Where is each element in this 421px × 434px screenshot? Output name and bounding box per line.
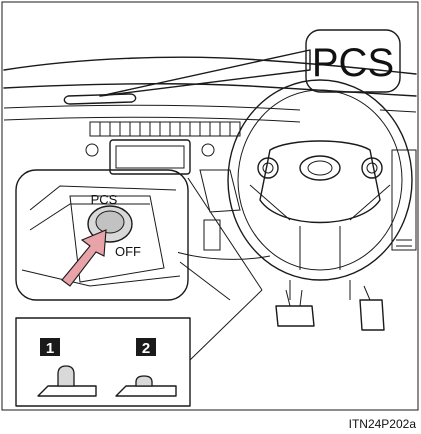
state-1-button-raised — [58, 366, 74, 386]
zoom-pointer-top — [188, 178, 262, 290]
state-2-button-pressed — [136, 376, 152, 386]
state-2-number: 2 — [142, 340, 150, 357]
pedals — [276, 286, 384, 330]
steering-wheel — [228, 80, 412, 300]
emblem — [300, 156, 340, 180]
switch-inset: PCS OFF — [16, 170, 188, 300]
switch-top-label: PCS — [91, 192, 118, 207]
switch-bottom-label: OFF — [115, 244, 141, 259]
center-display — [110, 140, 190, 174]
vent-row — [90, 122, 240, 136]
states-inset: 1 2 — [16, 318, 190, 406]
left-knob — [86, 144, 98, 156]
state-1-number: 1 — [46, 340, 54, 357]
right-knob — [202, 144, 214, 156]
zoom-pointer-bottom — [190, 290, 262, 360]
state-1-base — [38, 386, 96, 396]
state-2-base — [116, 386, 176, 396]
callout-label: PCS — [312, 41, 394, 85]
figure-code: ITN24P202a — [349, 417, 417, 431]
